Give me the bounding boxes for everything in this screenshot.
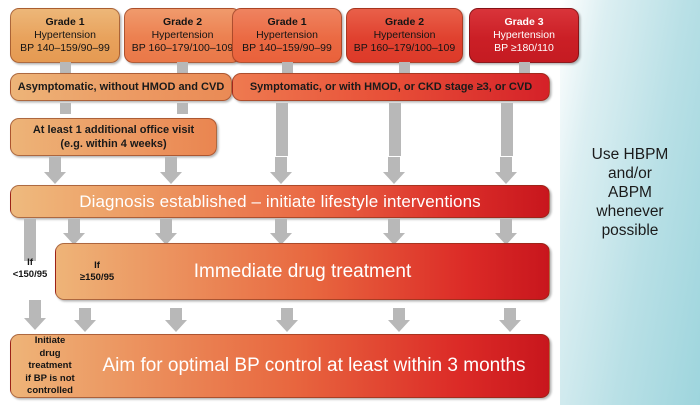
aim-side-line-4: if BP is not	[25, 372, 75, 384]
immediate-drug-treatment-bar[interactable]: Immediate drug treatment If ≥150/95	[55, 243, 550, 300]
grade-box-grade-1-left[interactable]: Grade 1 Hypertension BP 140–159/90–99	[10, 8, 120, 63]
grade-bp: BP 140–159/90–99	[242, 42, 332, 54]
aim-side-line-5: controlled	[27, 384, 73, 396]
aim-bp-control-bar[interactable]: Aim for optimal BP control at least with…	[10, 334, 550, 398]
down-arrow	[499, 308, 521, 332]
office-visit-box[interactable]: At least 1 additional office visit (e.g.…	[10, 118, 217, 156]
connector-stub	[177, 62, 188, 73]
connector-stub	[177, 103, 188, 114]
aim-side-line-1: Initiate	[34, 334, 66, 346]
down-arrow	[24, 300, 46, 330]
down-arrow	[160, 157, 182, 184]
asymptomatic-bar[interactable]: Asymptomatic, without HMOD and CVD	[10, 73, 232, 101]
aim-side-line-3: treatment	[28, 359, 72, 371]
down-arrow	[63, 219, 85, 245]
connector-stub	[60, 103, 71, 114]
branch-left-line-2: <150/95	[12, 269, 48, 280]
hbpm-abpm-text: Use HBPM and/or ABPM whenever possible	[560, 145, 700, 240]
panel-line-5: possible	[601, 222, 659, 239]
grade-bp: BP 160–179/100–109	[353, 42, 456, 54]
grade-bp: BP 140–159/90–99	[20, 42, 110, 54]
down-arrow	[383, 157, 405, 184]
aim-side-line-2: drug	[39, 347, 61, 359]
panel-line-3: ABPM	[608, 184, 652, 201]
hbpm-abpm-panel	[560, 0, 700, 405]
connector-stub	[519, 62, 530, 73]
down-arrow	[495, 157, 517, 184]
immediate-condition-line-2: ≥150/95	[79, 271, 115, 283]
grade-box-grade-3[interactable]: Grade 3 Hypertension BP ≥180/110	[469, 8, 579, 63]
down-arrow	[383, 219, 405, 245]
aim-label: Aim for optimal BP control at least with…	[102, 355, 526, 376]
connector-bar	[501, 103, 513, 156]
immediate-condition: If ≥150/95	[66, 260, 128, 284]
down-arrow	[495, 219, 517, 245]
grade-subtitle: Hypertension	[493, 29, 555, 41]
down-arrow	[270, 219, 292, 245]
grade-subtitle: Hypertension	[373, 29, 436, 41]
down-arrow	[155, 219, 177, 245]
immediate-condition-line-1: If	[94, 259, 100, 271]
aim-side-note: Initiate drug treatment if BP is not con…	[17, 335, 83, 398]
down-arrow	[44, 157, 66, 184]
grade-title: Grade 1	[45, 16, 85, 28]
branch-left-condition: If <150/95	[2, 257, 58, 281]
connector-stub	[399, 62, 410, 73]
asymptomatic-label: Asymptomatic, without HMOD and CVD	[17, 81, 225, 93]
panel-line-4: whenever	[596, 203, 664, 220]
diagnosis-bar[interactable]: Diagnosis established – initiate lifesty…	[10, 185, 550, 218]
connector-bar	[389, 103, 401, 156]
down-arrow	[388, 308, 410, 332]
grade-subtitle: Hypertension	[256, 29, 318, 41]
grade-box-grade-1-right[interactable]: Grade 1 Hypertension BP 140–159/90–99	[232, 8, 342, 63]
grade-subtitle: Hypertension	[151, 29, 214, 41]
grade-title: Grade 2	[162, 16, 203, 28]
grade-title: Grade 3	[504, 16, 544, 28]
down-arrow	[165, 308, 187, 332]
panel-line-2: and/or	[608, 165, 652, 182]
branch-left-line-1: If	[27, 257, 33, 268]
symptomatic-bar[interactable]: Symptomatic, or with HMOD, or CKD stage …	[232, 73, 550, 101]
grade-box-grade-2-left[interactable]: Grade 2 Hypertension BP 160–179/100–109	[124, 8, 241, 63]
connector-bar	[276, 103, 288, 156]
down-arrow	[270, 157, 292, 184]
down-arrow	[74, 308, 96, 332]
connector-bar-left-branch	[24, 219, 36, 261]
office-visit-line-2: (e.g. within 4 weeks)	[60, 138, 167, 150]
panel-line-1: Use HBPM	[591, 146, 669, 163]
immediate-label: Immediate drug treatment	[193, 260, 412, 282]
office-visit-line-1: At least 1 additional office visit	[32, 124, 195, 136]
diagnosis-label: Diagnosis established – initiate lifesty…	[79, 191, 481, 211]
connector-stub	[60, 62, 71, 73]
grade-box-grade-2-right[interactable]: Grade 2 Hypertension BP 160–179/100–109	[346, 8, 463, 63]
grade-title: Grade 1	[267, 16, 307, 28]
symptomatic-label: Symptomatic, or with HMOD, or CKD stage …	[249, 81, 533, 93]
grade-subtitle: Hypertension	[34, 29, 96, 41]
grade-bp: BP ≥180/110	[494, 42, 554, 54]
down-arrow	[276, 308, 298, 332]
grade-bp: BP 160–179/100–109	[131, 42, 234, 54]
connector-stub	[282, 62, 293, 73]
grade-title: Grade 2	[384, 16, 425, 28]
